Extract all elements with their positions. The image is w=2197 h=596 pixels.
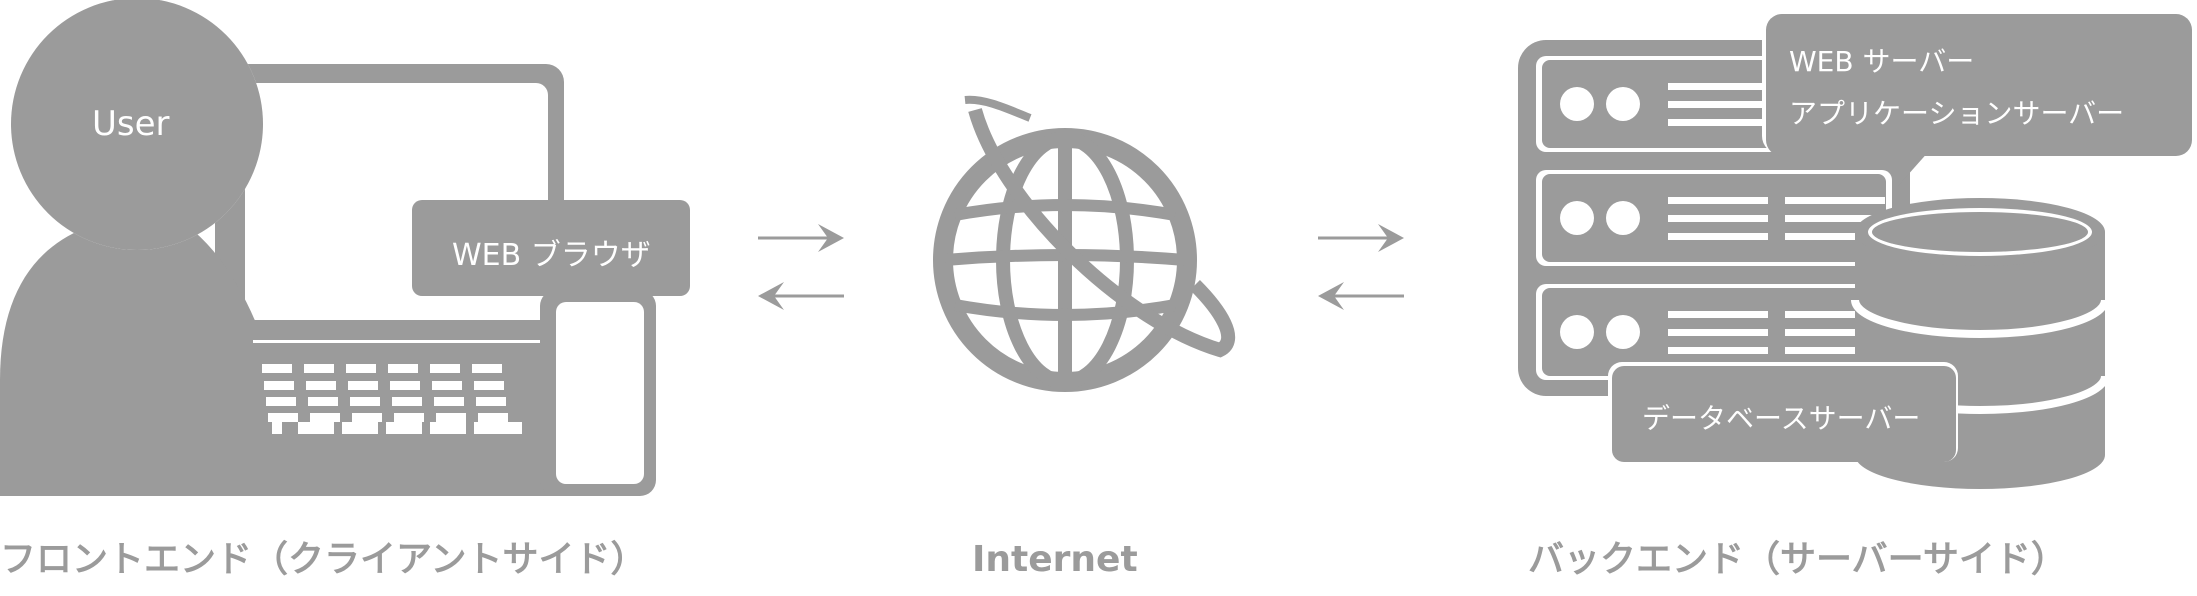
web-server-label: WEB サーバー bbox=[1789, 45, 1975, 78]
arrows-internet-backend bbox=[1318, 224, 1404, 310]
web-app-server-bubble bbox=[1762, 10, 2194, 186]
db-server-bubble bbox=[1608, 362, 1958, 462]
internet-caption: Internet bbox=[972, 539, 1138, 580]
db-server-label: データベースサーバー bbox=[1642, 402, 1921, 435]
phone bbox=[540, 290, 656, 496]
user-label: User bbox=[92, 104, 170, 144]
user-body bbox=[0, 228, 275, 496]
frontend-illustration bbox=[0, 0, 690, 496]
globe-icon bbox=[933, 95, 1236, 392]
keyboard bbox=[262, 364, 522, 434]
arrows-frontend-internet bbox=[758, 224, 844, 310]
app-server-label: アプリケーションサーバー bbox=[1789, 97, 2125, 130]
browser-label: WEB ブラウザ bbox=[452, 238, 651, 273]
browser-bubble bbox=[412, 200, 690, 296]
laptop-base bbox=[245, 320, 565, 496]
backend-caption: バックエンド（サーバーサイド） bbox=[1528, 539, 2067, 580]
frontend-caption: フロントエンド（クライアントサイド） bbox=[0, 539, 647, 580]
